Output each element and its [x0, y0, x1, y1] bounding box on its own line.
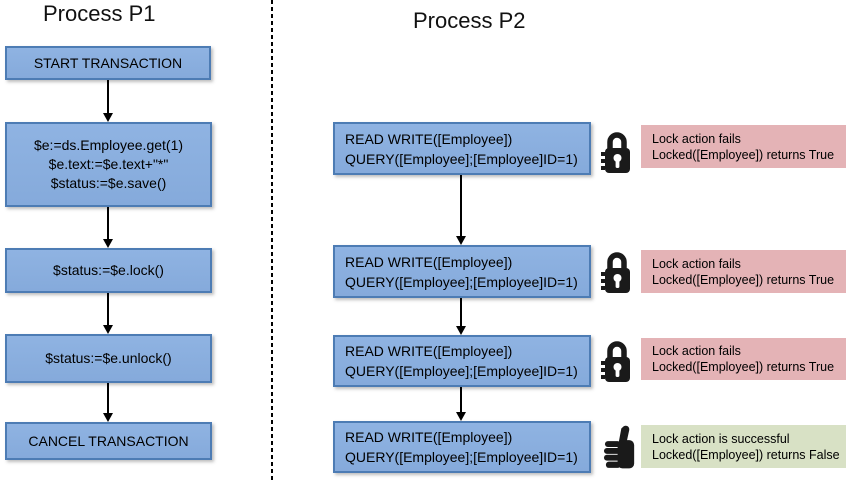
note-line: Lock action fails: [652, 256, 741, 271]
flow-arrow: [107, 383, 109, 413]
thumbs-up-icon: [603, 424, 640, 475]
flow-arrowhead: [103, 239, 113, 248]
box-text: START TRANSACTION: [33, 54, 183, 71]
p2-box-read-write-1: READ WRITE([Employee]) QUERY([Employee];…: [333, 122, 591, 175]
note-line: Lock action fails: [652, 344, 741, 358]
flow-arrowhead: [456, 412, 466, 421]
box-text: QUERY([Employee];[Employee]ID=1): [345, 449, 578, 465]
flow-arrow: [460, 298, 462, 326]
flow-arrow: [107, 207, 109, 239]
flow-arrowhead: [103, 113, 113, 122]
flow-arrow: [460, 387, 462, 412]
flow-arrowhead: [456, 236, 466, 245]
p2-box-read-write-3: READ WRITE([Employee]) QUERY([Employee];…: [333, 335, 591, 387]
box-text: $status:=$e.unlock(): [45, 350, 172, 366]
box-text: READ WRITE([Employee]): [345, 429, 513, 445]
p1-box-cancel-transaction: CANCEL TRANSACTION: [5, 422, 212, 460]
note-lock-success: Lock action is successful Locked([Employ…: [641, 425, 846, 468]
flow-arrow: [107, 80, 109, 113]
box-text: READ WRITE([Employee]): [345, 343, 513, 359]
note-line: Locked([Employee]) returns True: [652, 272, 835, 287]
p1-box-lock: $status:=$e.lock(): [5, 248, 212, 293]
process-divider: [271, 0, 273, 481]
lock-icon: [601, 128, 633, 180]
box-text: $e:=ds.Employee.get(1): [33, 137, 184, 153]
note-line: Locked([Employee]) returns True: [652, 360, 835, 374]
box-text: $e.text:=$e.text+"*": [48, 156, 169, 172]
box-text: QUERY([Employee];[Employee]ID=1): [345, 363, 578, 379]
note-line: Lock action is successful: [652, 431, 790, 446]
box-text: READ WRITE([Employee]): [345, 253, 513, 270]
lock-icon: [601, 337, 633, 389]
note-lock-fails-3: Lock action fails Locked([Employee]) ret…: [641, 338, 846, 380]
note-line: Locked([Employee]) returns True: [652, 147, 835, 162]
note-lock-fails-2: Lock action fails Locked([Employee]) ret…: [641, 250, 846, 293]
flow-arrow: [107, 293, 109, 325]
lock-icon: [601, 248, 633, 300]
process-p1-title: Process P1: [43, 1, 156, 26]
p1-box-unlock: $status:=$e.unlock(): [5, 334, 212, 383]
p2-box-read-write-4: READ WRITE([Employee]) QUERY([Employee];…: [333, 421, 591, 473]
flow-arrow: [460, 175, 462, 236]
process-p2-title: Process P2: [413, 8, 526, 33]
p2-box-read-write-2: READ WRITE([Employee]) QUERY([Employee];…: [333, 245, 591, 298]
box-text: READ WRITE([Employee]): [345, 130, 513, 147]
note-line: Lock action fails: [652, 131, 741, 146]
box-text: QUERY([Employee];[Employee]ID=1): [345, 273, 578, 290]
box-text: $status:=$e.lock(): [53, 262, 164, 278]
box-text: $status:=$e.save(): [50, 175, 167, 191]
p1-box-get-save-employee: $e:=ds.Employee.get(1) $e.text:=$e.text+…: [5, 122, 212, 207]
flow-arrowhead: [103, 413, 113, 422]
p1-box-start-transaction: START TRANSACTION: [5, 46, 211, 80]
flow-arrowhead: [103, 325, 113, 334]
note-line: Locked([Employee]) returns False: [652, 447, 840, 462]
flow-arrowhead: [456, 326, 466, 335]
box-text: CANCEL TRANSACTION: [28, 432, 189, 449]
note-lock-fails-1: Lock action fails Locked([Employee]) ret…: [641, 125, 846, 168]
box-text: QUERY([Employee];[Employee]ID=1): [345, 150, 578, 167]
